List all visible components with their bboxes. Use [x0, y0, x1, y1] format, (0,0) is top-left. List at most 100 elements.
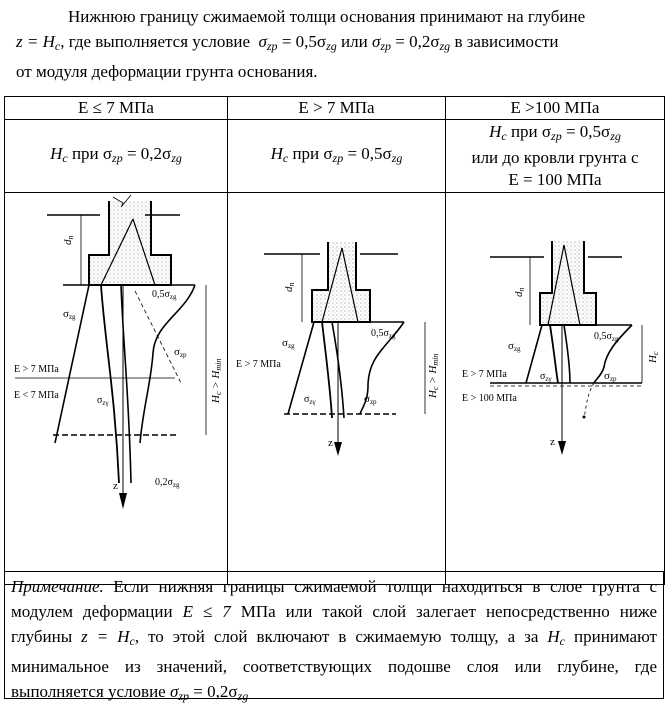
intro-z-sub: c: [54, 39, 61, 53]
note-z-sub: c: [129, 634, 135, 648]
dn-label: dn: [283, 283, 296, 293]
sz-curve-1: [100, 284, 120, 484]
note-final: σ: [169, 682, 179, 701]
crit1-hsub: c: [62, 151, 68, 165]
z-arrow: [334, 442, 342, 456]
note-hc: H: [547, 627, 560, 646]
below-curve: [583, 382, 595, 418]
foundation-shape: [88, 201, 172, 286]
z-label: z: [550, 436, 555, 448]
note-label: Примечание.: [11, 577, 104, 596]
crit1-rest: при σ: [67, 144, 113, 163]
note-hc-sub: c: [559, 634, 565, 648]
criteria-cell-3: Hc при σzp = 0,5σzg или до кровли грунта…: [445, 119, 665, 193]
half-szg-label: 0,5σzg: [371, 328, 396, 340]
end-dot: [582, 415, 586, 419]
intro-cond1-sub2: zg: [326, 39, 337, 53]
sz-curve-2: [563, 324, 571, 384]
crit1-h: H: [50, 144, 63, 163]
intro-cond2-eq: = 0,2σ: [391, 32, 440, 51]
fifth-szg-label: 0,2σzg: [155, 477, 180, 489]
intro-cond1-sub: zp: [266, 39, 278, 53]
crit2-h: H: [270, 144, 283, 163]
szg-line: [54, 284, 90, 444]
sz-label: σzγ: [304, 394, 316, 406]
diagram-cell-1: dn Hc > Hmin: [4, 192, 228, 585]
szg-label: σzg: [508, 340, 521, 353]
crit3-h: H: [489, 122, 502, 141]
intro-cond1: σ: [258, 32, 267, 51]
tri-left: [100, 218, 134, 286]
e-gt-label: E > 7 МПа: [14, 364, 59, 375]
sz-label: σzγ: [97, 395, 109, 407]
z-label: z: [328, 437, 333, 449]
crit3-line1: Hc при σzp = 0,5σzg: [446, 121, 664, 147]
szg-line: [287, 321, 315, 415]
crit2-eq: = 0,5σ: [343, 144, 392, 163]
header-cell-2: E > 7 МПа: [227, 96, 446, 120]
criteria-cell-2: Hc при σzp = 0,5σzg: [227, 119, 446, 193]
header-cell-3: E >100 МПа: [445, 96, 665, 120]
tri-right: [132, 218, 156, 286]
szg-label: σzg: [282, 337, 295, 350]
sz-curve-1: [321, 321, 333, 419]
z-arrow: [119, 493, 127, 509]
tri-right: [563, 244, 581, 326]
tri-left: [547, 244, 565, 326]
header-cell-1: E ≤ 7 МПа: [4, 96, 228, 120]
crit3-hsub: c: [501, 129, 507, 143]
note-text-3: , то этой слой включают в сжимаемую толщ…: [134, 627, 548, 646]
note-text-4: принимают минимальное из значений, соотв…: [11, 627, 657, 701]
szg-label: σzg: [63, 308, 76, 321]
e-gt-label: E > 7 МПа: [236, 359, 281, 370]
crit2-sub2: zp: [332, 151, 344, 165]
sz-curve-2: [120, 284, 132, 484]
note-final-sub: zp: [178, 689, 190, 703]
intro-cond2-sub: zp: [380, 39, 391, 53]
crit3-rest: при σ: [506, 122, 552, 141]
intro-end: в зависимости: [450, 32, 559, 51]
crit3-sub2: zp: [551, 129, 562, 143]
crit2-sub3: zg: [391, 151, 403, 165]
e-100-label: E > 100 МПа: [462, 393, 517, 404]
criteria-cell-1: Hc при σzp = 0,2σzg: [4, 119, 228, 193]
crit1-sub2: zp: [112, 151, 123, 165]
diagram-1: dn Hc > Hmin: [14, 194, 223, 509]
crit3-line2: или до кровли грунта с: [471, 148, 639, 167]
hc-label: Hc: [647, 351, 660, 364]
diagram-3: dn Hc 0,5σzg σzg E > 7 МПа E > 100: [462, 241, 660, 455]
szp-label: σzp: [604, 370, 617, 383]
szp-label: σzp: [364, 393, 377, 406]
z-label: z: [113, 480, 118, 492]
crit1-sub3: zg: [171, 151, 182, 165]
note-box: Примечание. Если нижняя границы сжимаемо…: [4, 571, 664, 703]
szp-curve: [139, 284, 196, 444]
note-z-eq: z = H: [81, 627, 130, 646]
note-text-1: Если нижняя границы сжимаемой толщи нахо…: [11, 577, 657, 621]
criteria-row: Hc при σzp = 0,2σzg Hc при σzp = 0,5σzg …: [4, 119, 665, 193]
hc-label: Hc > Hmin: [210, 359, 223, 404]
intro-cond1-eq: = 0,5σ: [277, 32, 327, 51]
intro-or: или: [336, 32, 372, 51]
intro-z: z = H: [16, 32, 55, 51]
half-szg-label: 0,5σzg: [594, 331, 619, 343]
szp-curve: [359, 321, 405, 415]
z-arrow: [558, 441, 566, 455]
crit1-eq: = 0,2σ: [122, 144, 172, 163]
crit2-rest: при σ: [288, 144, 333, 163]
intro-line-1: Нижнюю границу сжимаемой толщи основания…: [68, 7, 586, 26]
dn-label: dn: [62, 236, 75, 246]
half-szg-line: [134, 290, 182, 384]
szp-curve: [593, 324, 633, 384]
comparison-table: E ≤ 7 МПа E > 7 МПа E >100 МПа Hc при σz…: [4, 96, 665, 585]
crit2-hsub: c: [282, 151, 289, 165]
crit3-eq: = 0,5σ: [561, 122, 611, 141]
tri-right: [341, 247, 359, 323]
sz-label: σzγ: [540, 371, 552, 383]
intro-paragraph: Нижнюю границу сжимаемой толщи основания…: [16, 4, 656, 84]
intro-cond2-sub2: zg: [439, 39, 451, 53]
hc-label: Hc > Hmin: [427, 354, 440, 399]
tri-left: [321, 247, 343, 323]
intro-line-2: z = Hc, где выполняется условие σzp = 0,…: [16, 29, 656, 59]
sz-curve-2: [331, 321, 345, 419]
